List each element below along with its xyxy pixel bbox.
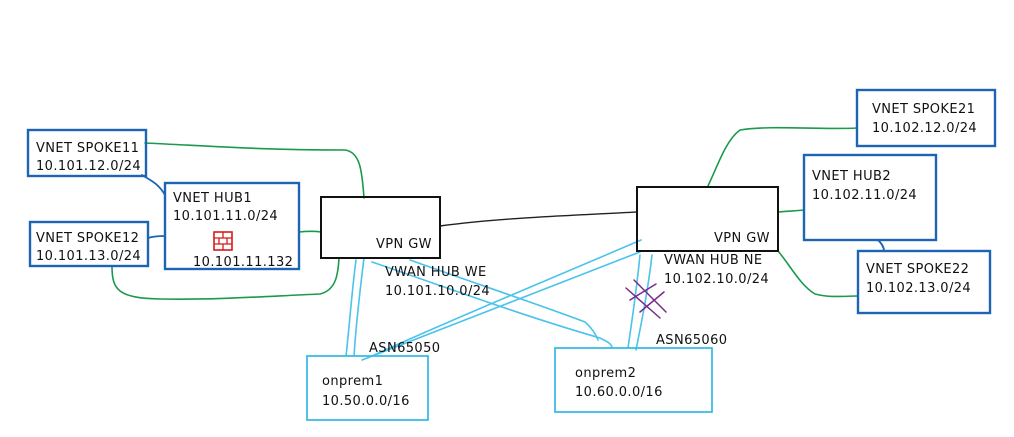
vwan-ne-cidr: 10.102.10.0/24 <box>664 272 769 287</box>
node-hub1[interactable]: VNET HUB1 10.101.11.0/24 10.101.11.132 <box>163 181 301 271</box>
hub1-name: VNET HUB1 <box>173 191 252 206</box>
link-vwan-we-vwan-ne <box>439 211 638 227</box>
vwan-we-cidr: 10.101.10.0/24 <box>385 284 490 299</box>
link-spoke11-vwan-we <box>144 142 365 199</box>
onprem2-cidr: 10.60.0.0/16 <box>575 385 663 400</box>
tunnel-onprem2-vwan-we-b <box>409 259 599 341</box>
tunnel-onprem1-vwan-we-b <box>345 259 357 357</box>
link-hub2-spoke22 <box>877 239 885 252</box>
tunnel-onprem1-vwan-we-a <box>353 257 365 357</box>
node-onprem2[interactable]: onprem2 10.60.0.0/16 <box>554 347 713 413</box>
onprem1-name: onprem1 <box>322 374 383 389</box>
link-hub1-vwan-we <box>298 230 322 233</box>
spoke12-name: VNET SPOKE12 <box>36 231 139 246</box>
firewall-icon <box>213 231 233 251</box>
link-spoke12-hub1 <box>147 235 166 239</box>
vwan-ne-name: VWAN HUB NE <box>664 253 762 268</box>
vwan-we-asn: ASN65050 <box>369 341 440 356</box>
link-hub2-vwan-ne <box>777 209 805 213</box>
hub1-firewall-ip: 10.101.11.132 <box>193 255 293 270</box>
link-spoke12-vwan-we <box>111 257 340 300</box>
spoke21-name: VNET SPOKE21 <box>872 102 975 117</box>
node-onprem1[interactable]: onprem1 10.50.0.0/16 <box>306 355 429 421</box>
node-spoke12[interactable]: VNET SPOKE12 10.101.13.0/24 <box>28 220 150 268</box>
tunnel-onprem1-vwan-ne-b <box>361 251 641 361</box>
node-spoke11[interactable]: VNET SPOKE11 10.101.12.0/24 <box>26 128 148 178</box>
spoke21-cidr: 10.102.12.0/24 <box>872 121 977 136</box>
vwan-ne-gw-label: VPN GW <box>714 231 770 246</box>
spoke22-name: VNET SPOKE22 <box>866 262 969 277</box>
hub2-cidr: 10.102.11.0/24 <box>812 188 917 203</box>
node-spoke22[interactable]: VNET SPOKE22 10.102.13.0/24 <box>856 249 992 315</box>
link-spoke21-vwan-ne <box>707 126 858 187</box>
vwan-ne-asn: ASN65060 <box>656 333 727 348</box>
link-spoke11-hub1 <box>141 174 166 196</box>
node-hub2[interactable]: VNET HUB2 10.102.11.0/24 <box>802 153 938 242</box>
tunnel-onprem1-vwan-ne-a <box>371 239 642 357</box>
node-spoke21[interactable]: VNET SPOKE21 10.102.12.0/24 <box>855 88 997 148</box>
vwan-we-gw-label: VPN GW <box>376 237 432 252</box>
spoke11-name: VNET SPOKE11 <box>36 141 139 156</box>
hub1-cidr: 10.101.11.0/24 <box>173 209 278 224</box>
link-vwan-ne-spoke22 <box>777 250 859 298</box>
vwan-we-name: VWAN HUB WE <box>385 265 487 280</box>
tunnel-onprem2-vwan-ne-a <box>627 254 641 349</box>
blocked-mark <box>625 279 667 319</box>
spoke22-cidr: 10.102.13.0/24 <box>866 281 971 296</box>
onprem2-name: onprem2 <box>575 366 636 381</box>
hub2-name: VNET HUB2 <box>812 169 891 184</box>
spoke12-cidr: 10.101.13.0/24 <box>36 249 141 264</box>
node-vwan-ne-gateway[interactable]: VPN GW <box>636 186 779 252</box>
node-vwan-we-gateway[interactable]: VPN GW <box>320 196 441 259</box>
tunnel-onprem2-vwan-we-a <box>371 261 613 349</box>
spoke11-cidr: 10.101.12.0/24 <box>36 159 141 174</box>
onprem1-cidr: 10.50.0.0/16 <box>322 394 410 409</box>
